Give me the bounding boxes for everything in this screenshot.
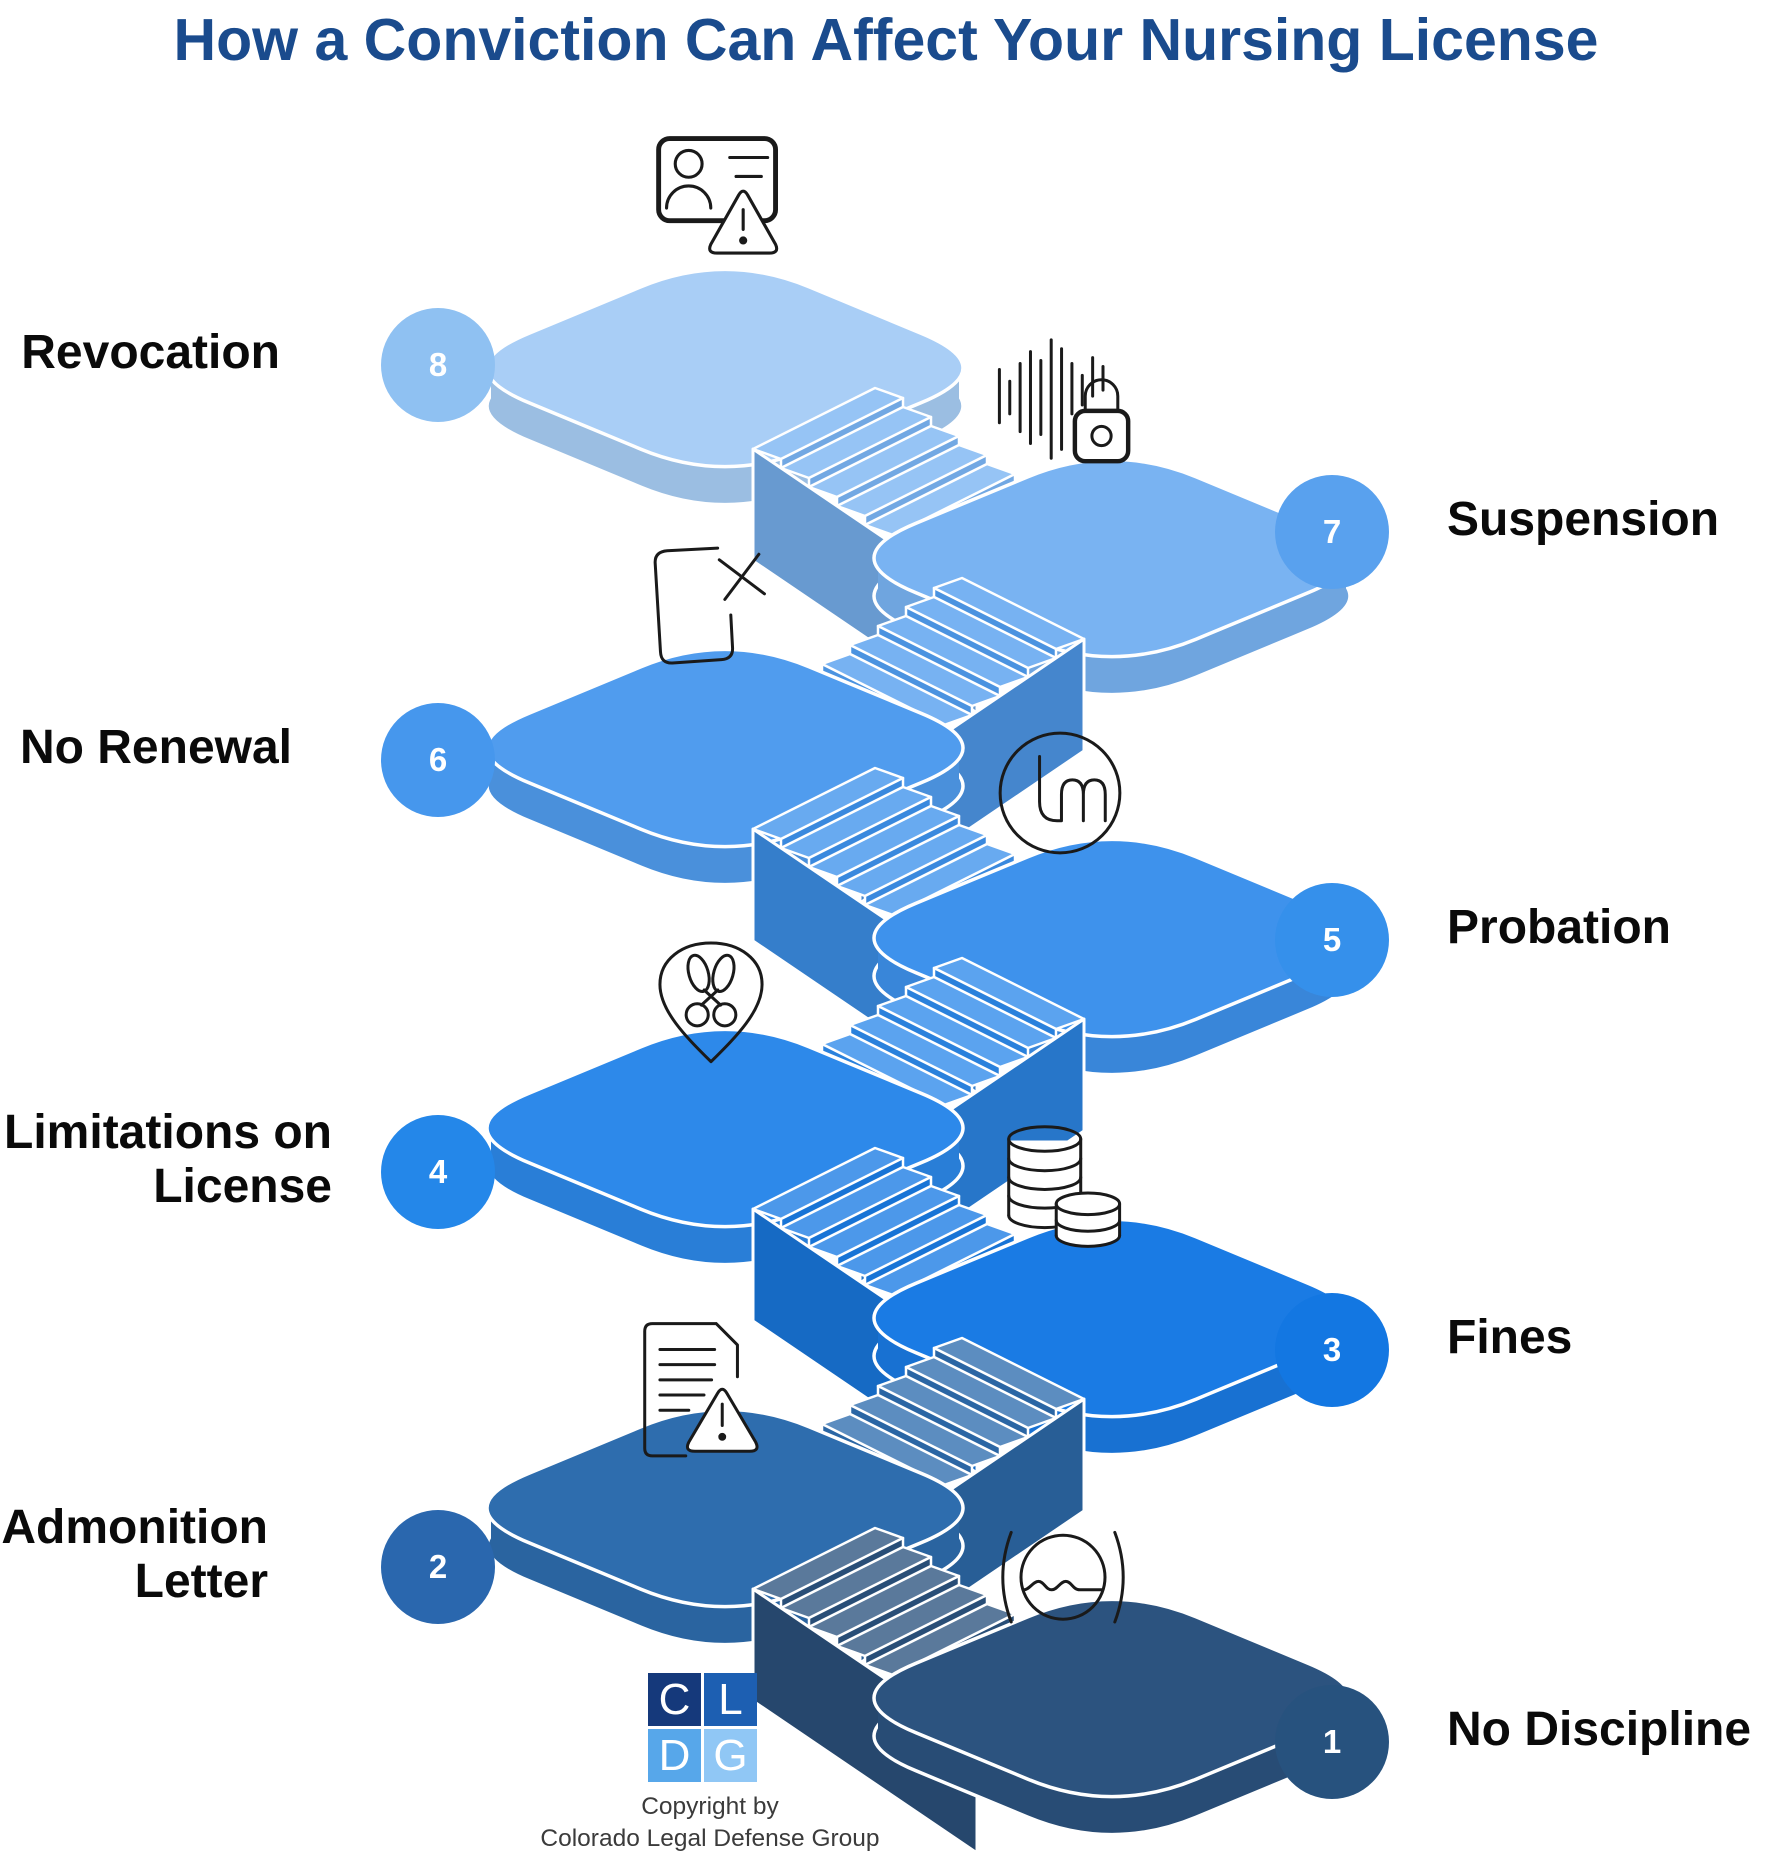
level-circle-1: 1 xyxy=(1275,1685,1389,1799)
level-number-8: 8 xyxy=(428,346,448,383)
page-title: How a Conviction Can Affect Your Nursing… xyxy=(173,7,1599,73)
level-number-4: 4 xyxy=(428,1153,448,1190)
level-label-no-renewal: No Renewal xyxy=(19,720,292,774)
logo-square-g: G xyxy=(704,1729,757,1782)
license-warning-icon xyxy=(656,136,810,276)
level-number-6: 6 xyxy=(428,741,448,778)
level-number-2: 2 xyxy=(428,1548,448,1585)
level-number-3: 3 xyxy=(1322,1331,1342,1368)
level-circle-7: 7 xyxy=(1275,475,1389,589)
no-renewal-icon xyxy=(634,526,786,674)
level-circle-8: 8 xyxy=(381,308,495,422)
level-number-7: 7 xyxy=(1322,513,1342,550)
copyright-line1: Copyright by xyxy=(641,1793,779,1820)
level-circle-4: 4 xyxy=(381,1115,495,1229)
level-circle-5: 5 xyxy=(1275,883,1389,997)
level-label-revocation: Revocation xyxy=(21,325,280,379)
level-number-5: 5 xyxy=(1322,921,1342,958)
level-label-suspension: Suspension xyxy=(1447,492,1720,546)
logo-square-d: D xyxy=(648,1729,701,1782)
level-label-no-discipline: No Discipline xyxy=(1447,1702,1752,1756)
level-label-fines: Fines xyxy=(1447,1310,1573,1364)
level-circle-2: 2 xyxy=(381,1510,495,1624)
logo-square-l: L xyxy=(704,1673,757,1726)
voice-lock-icon xyxy=(982,328,1131,464)
probation-icon xyxy=(985,720,1135,866)
level-label-limitations: Limitations on License xyxy=(4,1105,332,1213)
level-number-1: 1 xyxy=(1322,1723,1342,1760)
copyright-text: Copyright by Colorado Legal Defense Grou… xyxy=(540,1791,880,1855)
cldg-logo: C L D G xyxy=(648,1673,757,1782)
level-circle-6: 6 xyxy=(381,703,495,817)
level-label-admonition: Admonition Letter xyxy=(1,1500,268,1608)
scissors-pin-icon xyxy=(642,930,780,1072)
coins-icon xyxy=(986,1116,1138,1260)
letter-warning-icon xyxy=(628,1316,780,1468)
level-label-probation: Probation xyxy=(1447,900,1671,954)
level-circle-3: 3 xyxy=(1275,1293,1389,1407)
no-discipline-icon xyxy=(990,1510,1136,1650)
copyright-line2: Colorado Legal Defense Group xyxy=(540,1825,880,1853)
logo-square-c: C xyxy=(648,1673,701,1726)
